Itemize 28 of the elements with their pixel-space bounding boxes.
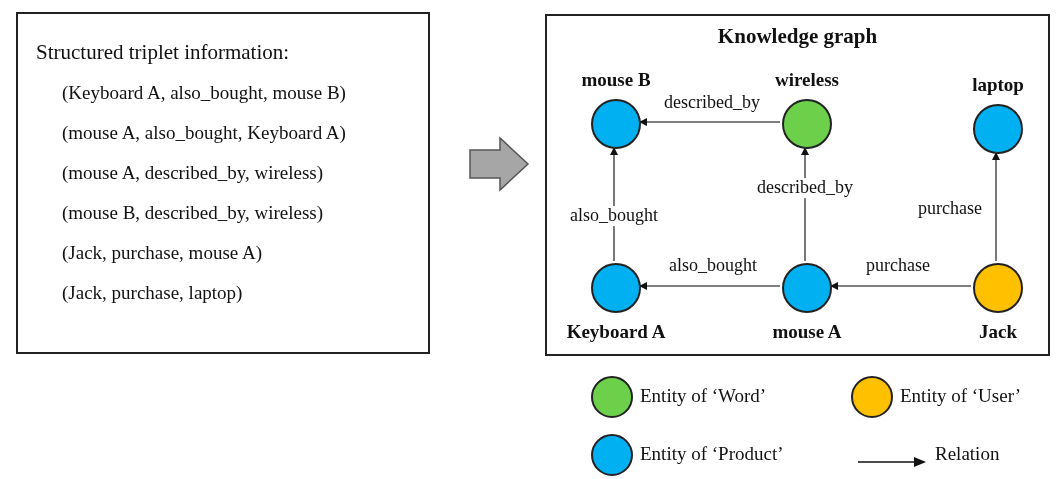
legend-text: Relation (935, 443, 1000, 465)
node-label: laptop (972, 74, 1024, 96)
node-label: Jack (979, 321, 1017, 343)
triplet-text: (Jack, purchase, mouse A) (62, 242, 262, 264)
legend-text: Entity of ‘User’ (900, 385, 1021, 407)
triplet-text: (mouse B, described_by, wireless) (62, 202, 323, 224)
edge-label: described_by (755, 178, 855, 198)
edge-label: purchase (864, 256, 932, 276)
arrow (992, 151, 1000, 262)
edge-label: also_bought (667, 256, 759, 276)
legend-text: Entity of ‘Word’ (640, 385, 767, 407)
node-label: mouse B (581, 69, 651, 91)
triplet-text: (Jack, purchase, laptop) (62, 282, 243, 304)
triplet-text: (Keyboard A, also_bought, mouse B) (62, 82, 346, 104)
edge-label: also_bought (568, 206, 660, 226)
edge-label: described_by (662, 93, 762, 113)
node-label: wireless (775, 69, 839, 91)
panel-title: Knowledge graph (717, 24, 878, 49)
block-arrow (469, 136, 530, 192)
node-label: mouse A (772, 321, 842, 343)
text-panel (16, 12, 430, 354)
graph-panel (545, 14, 1050, 356)
edge-label: purchase (916, 199, 984, 219)
panel-heading: Structured triplet information: (36, 40, 290, 65)
legend-text: Entity of ‘Product’ (640, 443, 784, 465)
triplet-text: (mouse A, also_bought, Keyboard A) (62, 122, 346, 144)
triplet-text: (mouse A, described_by, wireless) (62, 162, 323, 184)
node-label: Keyboard A (566, 321, 666, 343)
